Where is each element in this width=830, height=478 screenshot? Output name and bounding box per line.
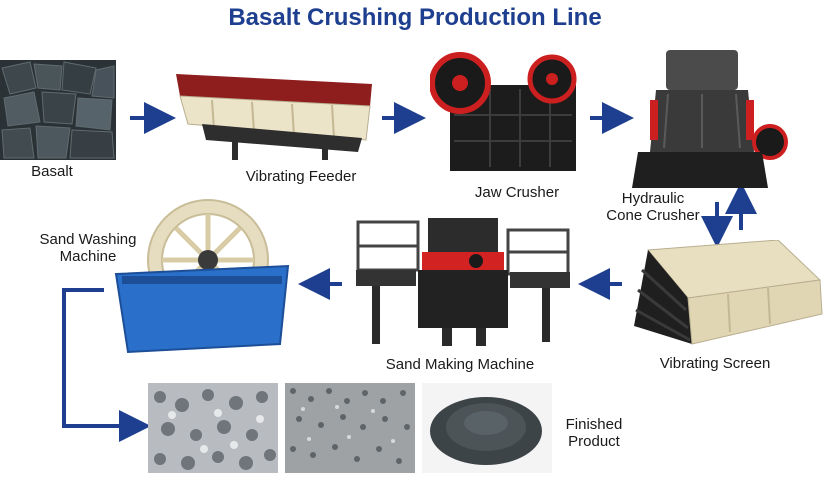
step-label-sand-washing-machine: Sand Washing Machine bbox=[39, 231, 137, 265]
jaw-crusher-image bbox=[430, 52, 577, 171]
arrow-washer-to-product bbox=[62, 288, 151, 442]
step-label-vibrating-feeder: Vibrating Feeder bbox=[245, 168, 357, 185]
step-label-hydraulic-cone-crusher: Hydraulic Cone Crusher bbox=[606, 190, 700, 224]
step-label-vibrating-screen: Vibrating Screen bbox=[659, 355, 771, 372]
step-label-jaw-crusher: Jaw Crusher bbox=[474, 184, 560, 201]
diagram-title: Basalt Crushing Production Line bbox=[228, 4, 602, 31]
vibrating-feeder-image bbox=[176, 74, 372, 160]
hydraulic-cone-crusher-image bbox=[632, 50, 788, 188]
step-label-finished-product: Finished Product bbox=[565, 416, 623, 450]
product-black-sand-image bbox=[422, 383, 552, 473]
step-label-sand-making-machine: Sand Making Machine bbox=[385, 356, 535, 373]
basalt-rocks-image bbox=[0, 60, 116, 160]
sand-washing-machine-image bbox=[114, 199, 290, 354]
vibrating-screen-image bbox=[634, 240, 823, 345]
product-fine-gravel-image bbox=[285, 383, 415, 473]
sand-making-machine-image bbox=[356, 218, 570, 346]
product-coarse-gravel-image bbox=[148, 383, 278, 473]
step-label-basalt: Basalt bbox=[31, 163, 73, 180]
